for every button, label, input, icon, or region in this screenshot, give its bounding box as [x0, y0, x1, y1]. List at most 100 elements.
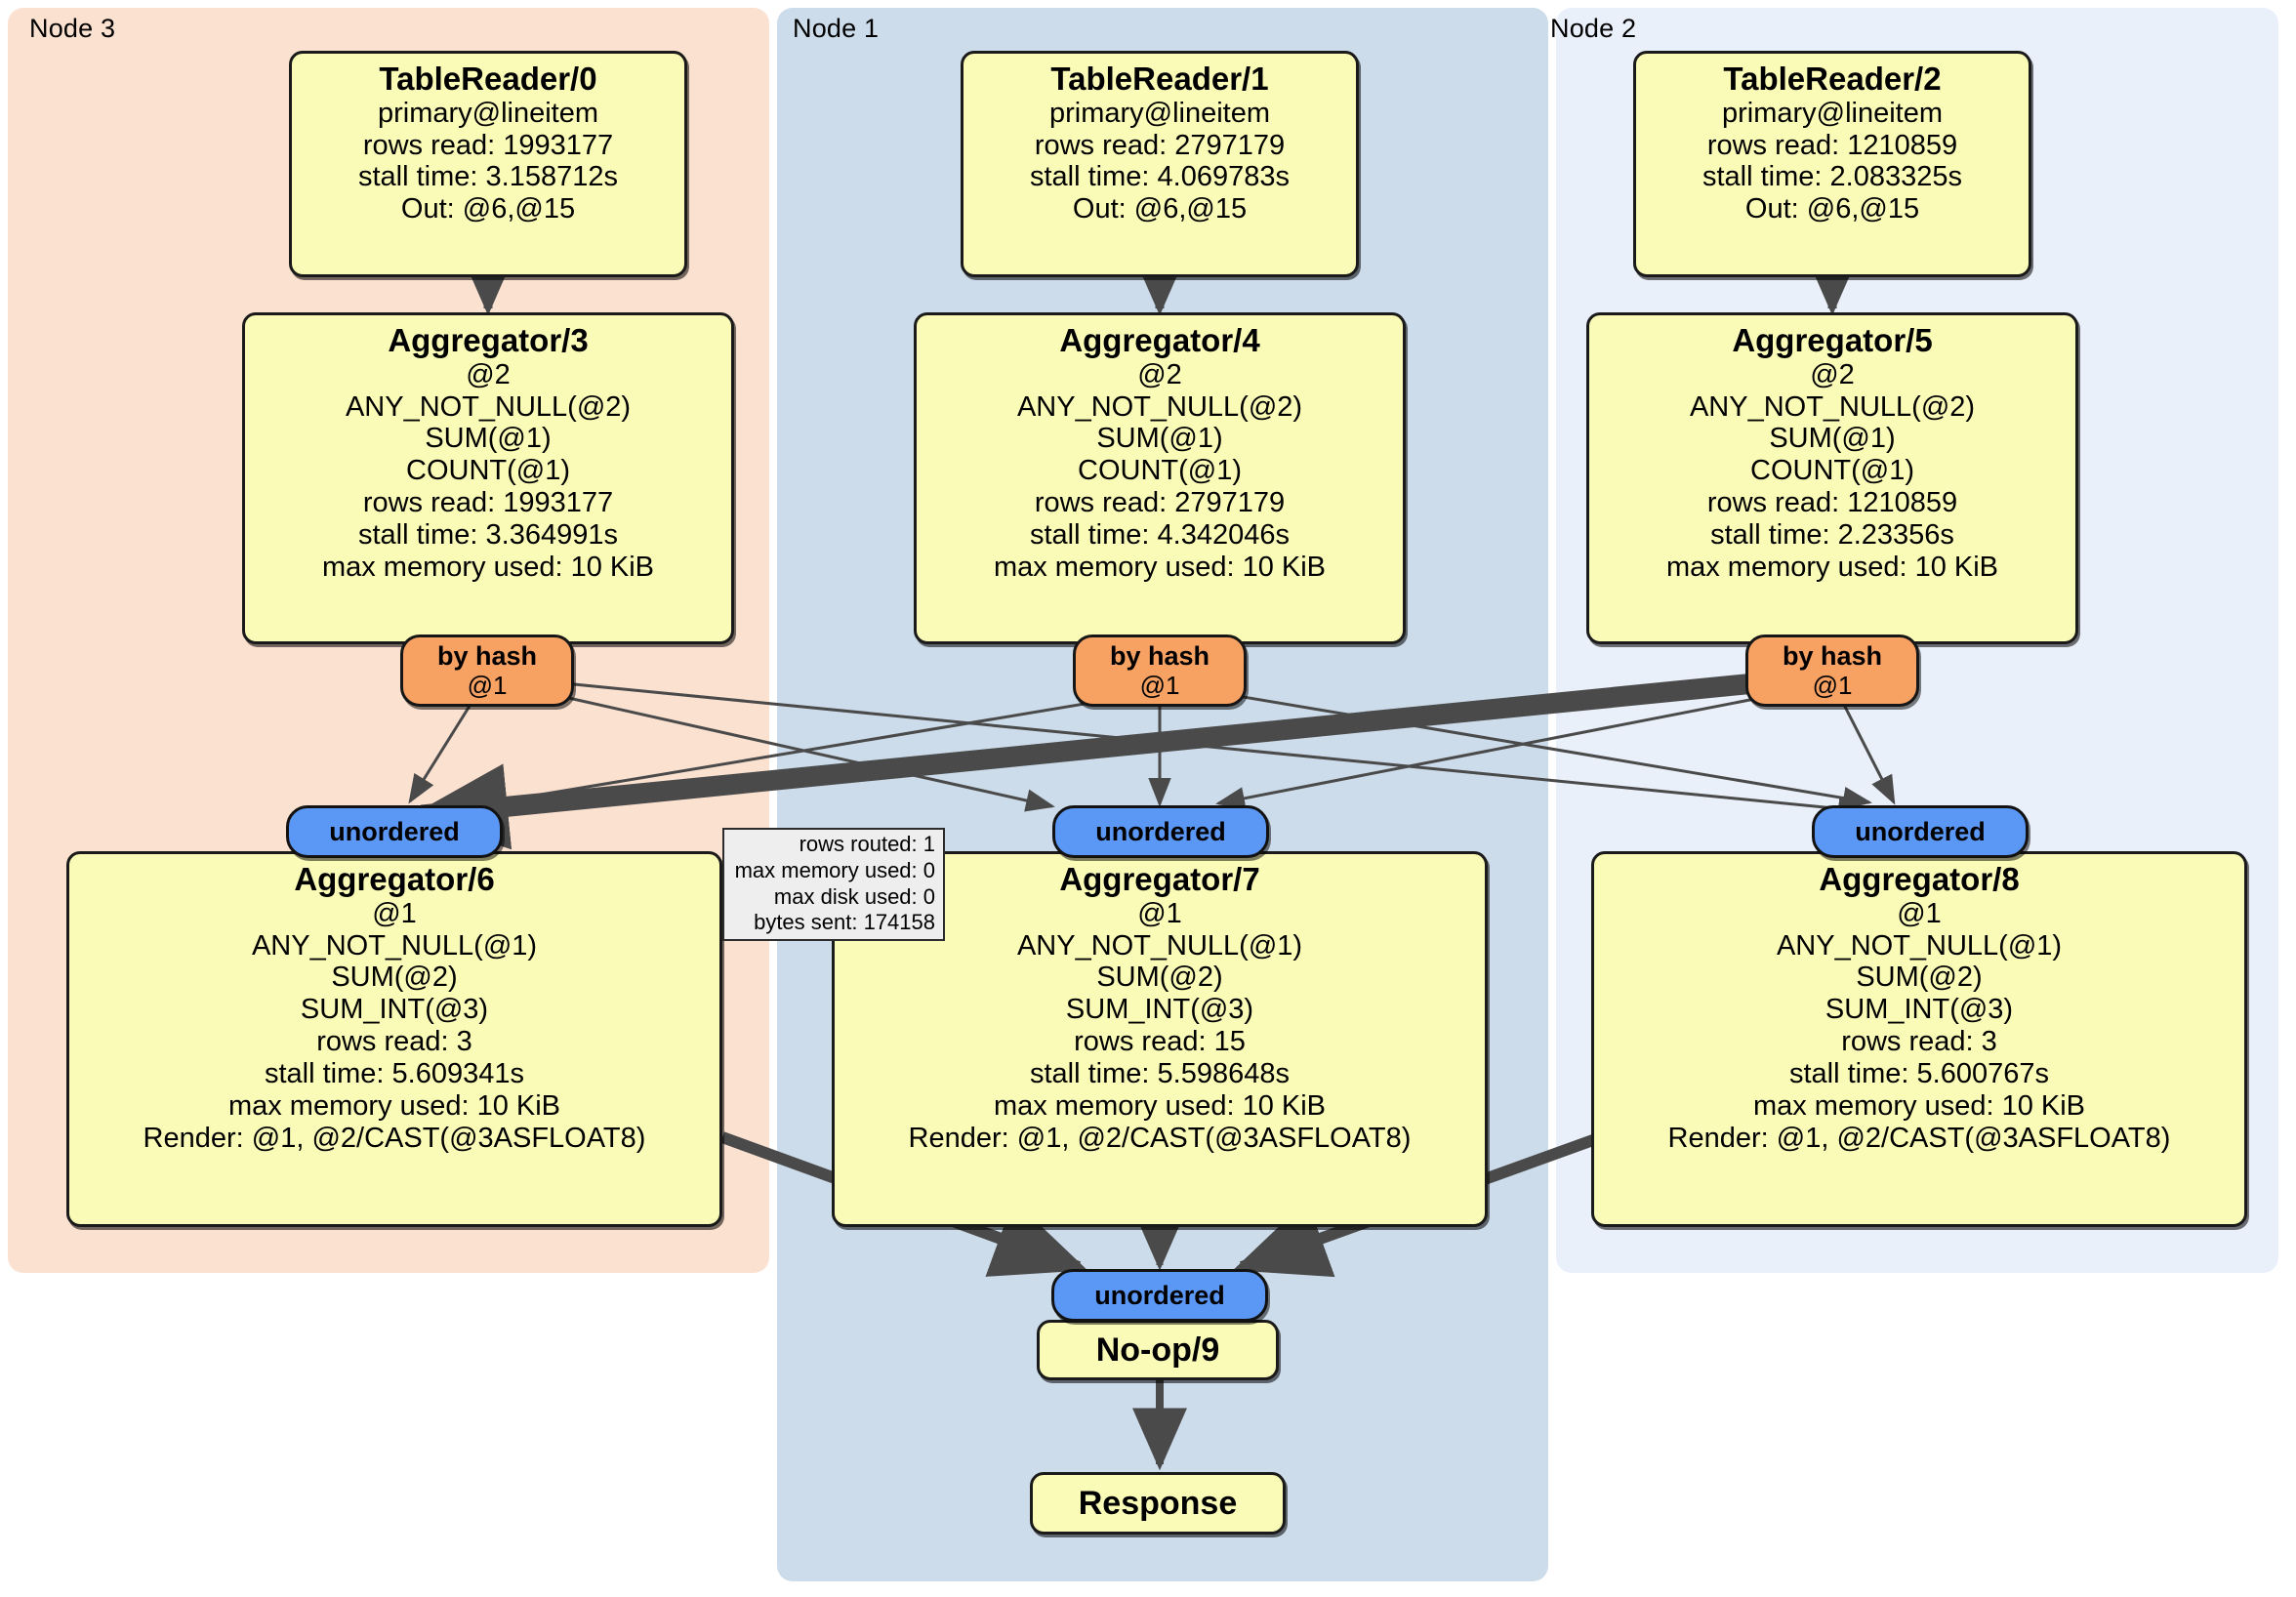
stats-line: max memory used: 0	[734, 857, 935, 882]
operator-detail: @1	[1137, 897, 1182, 929]
operator-detail: stall time: 4.342046s	[1030, 519, 1290, 552]
router-subtitle: @1	[1139, 670, 1180, 700]
operator-detail: stall time: 5.598648s	[1030, 1058, 1290, 1090]
operator-detail: @1	[1897, 897, 1942, 929]
operator-title: TableReader/0	[379, 61, 597, 97]
operator-detail: COUNT(@1)	[1750, 455, 1914, 487]
operator-tablereader-0[interactable]: TableReader/0 primary@lineitem rows read…	[289, 51, 687, 277]
operator-detail: @2	[1810, 358, 1855, 390]
router-by-hash-5[interactable]: by hash @1	[1745, 635, 1919, 707]
operator-detail: Render: @1, @2/CAST(@3ASFLOAT8)	[1667, 1122, 2171, 1154]
router-subtitle: @1	[1812, 670, 1853, 700]
stream-label: unordered	[1095, 816, 1226, 846]
operator-detail: SUM_INT(@3)	[300, 994, 489, 1026]
operator-detail: primary@lineitem	[1721, 97, 1944, 129]
router-by-hash-3[interactable]: by hash @1	[400, 635, 574, 707]
operator-detail: SUM(@2)	[1856, 962, 1983, 994]
stats-line: rows routed: 1	[799, 831, 935, 856]
operator-detail: SUM(@2)	[1096, 962, 1223, 994]
router-by-hash-4[interactable]: by hash @1	[1073, 635, 1247, 707]
operator-detail: rows read: 1993177	[362, 487, 614, 519]
operator-detail: stall time: 3.364991s	[358, 519, 618, 552]
operator-detail: stall time: 3.158712s	[358, 161, 618, 193]
operator-detail: @2	[466, 358, 511, 390]
stream-unordered-final[interactable]: unordered	[1051, 1269, 1268, 1322]
operator-aggregator-5[interactable]: Aggregator/5 @2 ANY_NOT_NULL(@2) SUM(@1)…	[1586, 312, 2078, 644]
edge-stats-tooltip: rows routed: 1 max memory used: 0 max di…	[722, 828, 945, 941]
operator-title: TableReader/2	[1723, 61, 1942, 97]
operator-title: Aggregator/7	[1059, 861, 1260, 897]
operator-detail: rows read: 1210859	[1706, 487, 1958, 519]
operator-detail: primary@lineitem	[377, 97, 599, 129]
operator-detail: Out: @6,@15	[400, 193, 576, 225]
operator-detail: ANY_NOT_NULL(@1)	[1776, 929, 2063, 962]
operator-detail: ANY_NOT_NULL(@2)	[345, 390, 632, 423]
stats-line: max disk used: 0	[773, 883, 935, 909]
operator-detail: SUM_INT(@3)	[1065, 994, 1254, 1026]
operator-title: No-op/9	[1095, 1331, 1220, 1369]
operator-detail: SUM_INT(@3)	[1824, 994, 2014, 1026]
operator-detail: max memory used: 10 KiB	[993, 1090, 1327, 1123]
operator-title: Aggregator/5	[1732, 322, 1933, 358]
operator-title: TableReader/1	[1050, 61, 1269, 97]
operator-detail: rows read: 2797179	[1034, 487, 1286, 519]
operator-detail: ANY_NOT_NULL(@2)	[1689, 390, 1976, 423]
operator-detail: SUM(@1)	[425, 423, 552, 455]
operator-detail: stall time: 4.069783s	[1030, 161, 1290, 193]
operator-detail: max memory used: 10 KiB	[321, 552, 655, 584]
operator-title: Aggregator/8	[1819, 861, 2020, 897]
operator-detail: SUM(@1)	[1096, 423, 1223, 455]
operator-aggregator-8[interactable]: Aggregator/8 @1 ANY_NOT_NULL(@1) SUM(@2)…	[1591, 851, 2247, 1227]
operator-detail: Render: @1, @2/CAST(@3ASFLOAT8)	[908, 1122, 1412, 1154]
operator-tablereader-2[interactable]: TableReader/2 primary@lineitem rows read…	[1633, 51, 2031, 277]
stats-line: bytes sent: 174158	[754, 910, 935, 935]
stream-unordered-8[interactable]: unordered	[1812, 805, 2029, 858]
operator-detail: COUNT(@1)	[406, 455, 570, 487]
operator-detail: ANY_NOT_NULL(@1)	[251, 929, 538, 962]
operator-detail: rows read: 1993177	[362, 129, 614, 161]
operator-detail: rows read: 15	[1074, 1026, 1246, 1058]
operator-detail: rows read: 1210859	[1706, 129, 1958, 161]
operator-detail: stall time: 5.600767s	[1789, 1058, 2049, 1090]
operator-detail: ANY_NOT_NULL(@1)	[1016, 929, 1303, 962]
operator-detail: stall time: 2.23356s	[1710, 519, 1954, 552]
cluster-label-node-2: Node 2	[1550, 14, 1637, 43]
operator-detail: COUNT(@1)	[1078, 455, 1242, 487]
operator-detail: max memory used: 10 KiB	[1752, 1090, 2086, 1123]
stream-label: unordered	[1094, 1280, 1225, 1310]
operator-detail: Out: @6,@15	[1072, 193, 1248, 225]
operator-detail: max memory used: 10 KiB	[227, 1090, 561, 1123]
operator-detail: ANY_NOT_NULL(@2)	[1016, 390, 1303, 423]
operator-detail: rows read: 3	[316, 1026, 472, 1058]
operator-noop-9[interactable]: No-op/9	[1037, 1320, 1279, 1380]
operator-detail: max memory used: 10 KiB	[1665, 552, 1999, 584]
stream-unordered-7[interactable]: unordered	[1052, 805, 1269, 858]
cluster-label-node-3: Node 3	[29, 14, 116, 43]
stream-unordered-6[interactable]: unordered	[286, 805, 503, 858]
operator-detail: rows read: 3	[1841, 1026, 1997, 1058]
operator-aggregator-3[interactable]: Aggregator/3 @2 ANY_NOT_NULL(@2) SUM(@1)…	[242, 312, 734, 644]
stream-label: unordered	[1855, 816, 1986, 846]
stream-label: unordered	[329, 816, 460, 846]
router-title: by hash	[436, 640, 538, 671]
operator-aggregator-6[interactable]: Aggregator/6 @1 ANY_NOT_NULL(@1) SUM(@2)…	[66, 851, 722, 1227]
operator-detail: SUM(@1)	[1769, 423, 1896, 455]
operator-detail: stall time: 2.083325s	[1702, 161, 1962, 193]
router-subtitle: @1	[467, 670, 508, 700]
operator-response[interactable]: Response	[1030, 1472, 1286, 1535]
operator-detail: @1	[372, 897, 417, 929]
cluster-label-node-1: Node 1	[793, 14, 880, 43]
operator-title: Aggregator/4	[1059, 322, 1260, 358]
operator-detail: @2	[1137, 358, 1182, 390]
operator-detail: Out: @6,@15	[1744, 193, 1920, 225]
operator-detail: SUM(@2)	[331, 962, 458, 994]
operator-detail: stall time: 5.609341s	[265, 1058, 524, 1090]
operator-title: Aggregator/6	[294, 861, 495, 897]
operator-aggregator-4[interactable]: Aggregator/4 @2 ANY_NOT_NULL(@2) SUM(@1)…	[914, 312, 1406, 644]
operator-detail: max memory used: 10 KiB	[993, 552, 1327, 584]
operator-detail: primary@lineitem	[1048, 97, 1271, 129]
operator-detail: Render: @1, @2/CAST(@3ASFLOAT8)	[143, 1122, 646, 1154]
operator-tablereader-1[interactable]: TableReader/1 primary@lineitem rows read…	[961, 51, 1359, 277]
router-title: by hash	[1109, 640, 1210, 671]
